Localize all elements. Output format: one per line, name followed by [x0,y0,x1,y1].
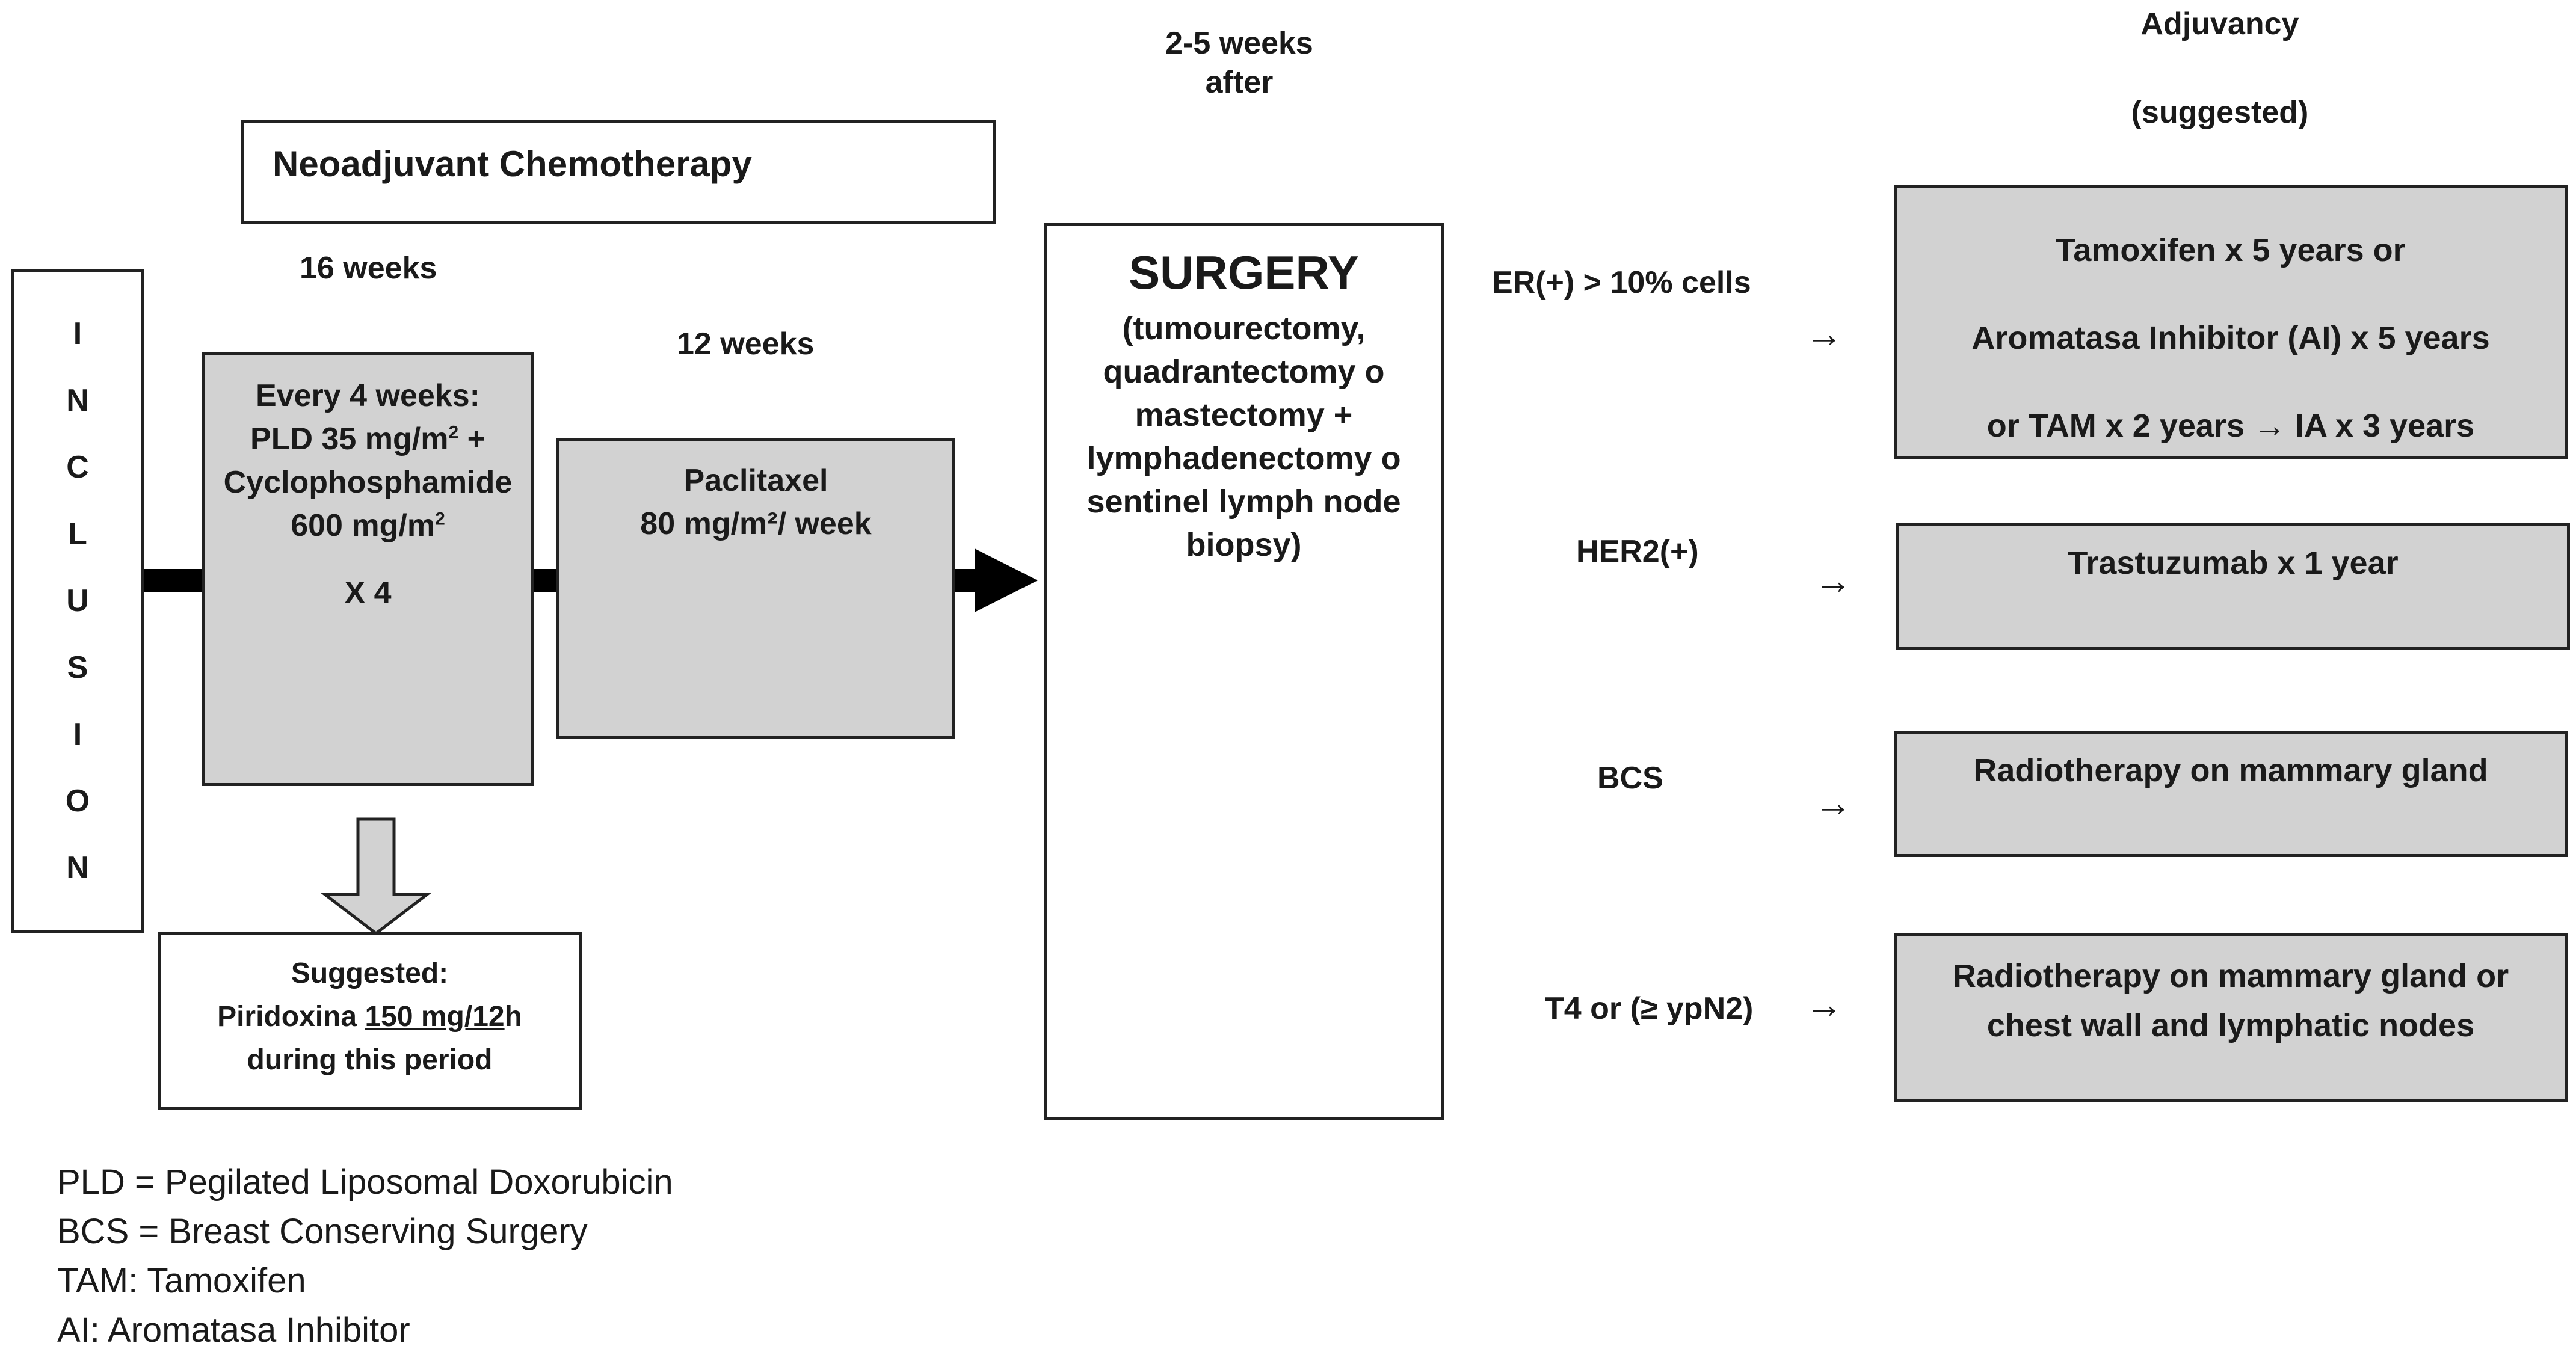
treatment-er-box: Tamoxifen x 5 years or Aromatasa Inhibit… [1894,185,2568,459]
piridoxina-dose: 150 mg/12 [365,1001,505,1033]
connector-bar-2 [532,569,559,592]
inclusion-letter: N [66,850,89,885]
arrow-to-surgery [975,548,1038,612]
timing-line-2: after [1205,65,1274,100]
surgery-box: SURGERY (tumourectomy, quadrantectomy o … [1044,223,1444,1120]
surgery-details: (tumourectomy, quadrantectomy o mastecto… [1047,307,1441,567]
treatment-er-text: Tamoxifen x 5 years or Aromatasa Inhibit… [1897,206,2565,470]
paclitaxel-duration: 12 weeks [677,327,815,361]
connector-bar-1 [144,569,202,592]
condition-bcs-label: BCS [1597,761,1663,796]
inclusion-letter: O [65,784,90,819]
inclusion-letter: I [73,717,82,752]
pld-block-text: Every 4 weeks: PLD 35 mg/m2 + Cyclophosp… [205,374,531,615]
surgery-line: sentinel lymph node [1086,484,1401,520]
arrow-her2: → [1814,559,1852,602]
treatment-her2-text: Trastuzumab x 1 year [2068,545,2399,581]
legend-item: TAM: Tamoxifen [57,1261,306,1300]
treatment-er-line: or TAM x 2 years → IA x 3 years [1986,408,2475,444]
pld-dose: PLD 35 mg/m [250,422,449,456]
pld-line-2: PLD 35 mg/m2 + [205,417,531,461]
legend: PLD = Pegilated Liposomal Doxorubicin BC… [57,1158,673,1355]
legend-item: PLD = Pegilated Liposomal Doxorubicin [57,1163,673,1202]
cyclo-dose: 600 mg/m [291,508,436,543]
suggested-box: Suggested: Piridoxina 150 mg/12h during … [158,932,582,1110]
timing-label: 2-5 weeks after [1125,24,1354,102]
inclusion-letter: S [67,650,88,685]
suggested-line-3: during this period [247,1044,493,1076]
arrow-bcs: → [1814,781,1852,825]
surgery-line: lymphadenectomy o [1086,440,1401,476]
neoadjuvant-title-box: Neoadjuvant Chemotherapy [241,120,996,224]
cyclo-dose-sup: 2 [435,509,445,529]
inclusion-letter: L [68,517,87,552]
suggested-line-2: Piridoxina 150 mg/12h [161,995,579,1039]
treatment-er-line: Aromatasa Inhibitor (AI) x 5 years [1971,320,2490,356]
condition-er-label: ER(+) > 10% cells [1492,265,1751,300]
treatment-bcs-box: Radiotherapy on mammary gland [1894,731,2568,857]
treatment-t4-line: Radiotherapy on mammary gland or [1952,958,2509,994]
surgery-line: quadrantectomy o [1103,354,1385,390]
paclitaxel-line-2: 80 mg/m²/ week [640,506,872,541]
pld-line-4: 600 mg/m2 [205,504,531,547]
inclusion-box: I N C L U S I O N [11,269,144,933]
surgery-line: biopsy) [1186,527,1302,563]
treatment-t4-box: Radiotherapy on mammary gland or chest w… [1894,933,2568,1102]
surgery-line: (tumourectomy, [1122,310,1366,346]
inclusion-letter: N [66,383,89,418]
condition-t4-label: T4 or (≥ ypN2) [1545,991,1754,1026]
neoadjuvant-title: Neoadjuvant Chemotherapy [273,144,752,184]
piridoxina-label: Piridoxina [217,1001,365,1033]
pld-line-3: Cyclophosphamide [223,465,513,500]
suggested-text: Suggested: Piridoxina 150 mg/12h during … [161,952,579,1082]
paclitaxel-box: Paclitaxel 80 mg/m²/ week [556,438,955,739]
treatment-t4-line: chest wall and lymphatic nodes [1986,1007,2475,1043]
piridoxina-dose-suffix: h [504,1001,522,1033]
surgery-line: mastectomy + [1135,397,1353,433]
down-arrow [320,817,432,936]
inclusion-letter: C [66,450,89,485]
pld-dose-sup: 2 [448,422,459,443]
pld-line-5: X 4 [344,576,392,610]
treatment-er-line: Tamoxifen x 5 years or [2056,232,2406,268]
paclitaxel-line-1: Paclitaxel [683,463,828,498]
treatment-bcs-text: Radiotherapy on mammary gland [1973,752,2488,788]
inclusion-letter: I [73,316,82,351]
timing-line-1: 2-5 weeks [1165,26,1313,61]
inclusion-letters: I N C L U S I O N [14,301,141,902]
neoadjuvant-duration: 16 weeks [300,251,437,286]
pld-dose-suffix: + [458,422,485,456]
arrow-er: → [1805,312,1843,355]
adjuvancy-subtitle: (suggested) [2131,95,2309,130]
legend-item: AI: Aromatasa Inhibitor [57,1310,410,1350]
condition-her2-label: HER2(+) [1576,534,1699,569]
surgery-title: SURGERY [1129,246,1359,299]
treatment-her2-box: Trastuzumab x 1 year [1896,523,2570,650]
pld-line-1: Every 4 weeks: [256,378,480,413]
legend-item: BCS = Breast Conserving Surgery [57,1212,588,1251]
pld-cyclophosphamide-box: Every 4 weeks: PLD 35 mg/m2 + Cyclophosp… [202,352,534,786]
adjuvancy-title: Adjuvancy [2140,7,2299,41]
paclitaxel-text: Paclitaxel 80 mg/m²/ week [559,459,952,545]
inclusion-letter: U [66,583,89,618]
suggested-line-1: Suggested: [291,957,449,989]
treatment-t4-text: Radiotherapy on mammary gland or chest w… [1897,951,2565,1050]
arrow-t4: → [1805,983,1843,1026]
